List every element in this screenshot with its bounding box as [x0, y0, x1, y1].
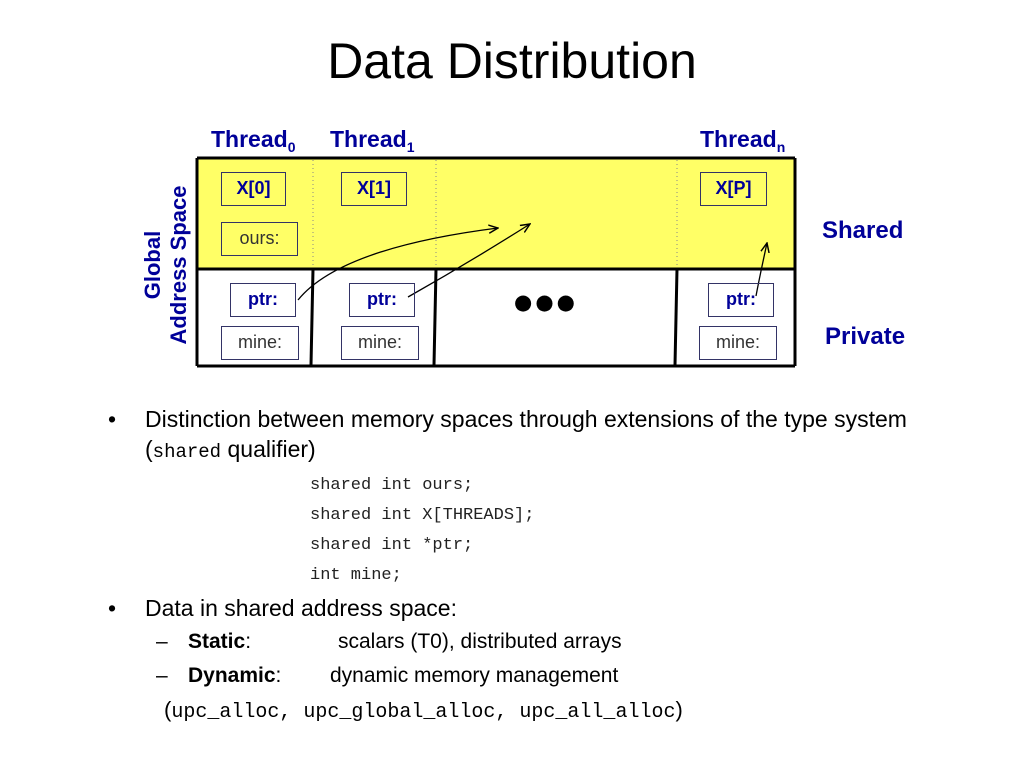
pointer-arrow-thread-1: [407, 224, 530, 298]
dynamic-term: Dynamic: [188, 664, 276, 687]
code-line: shared int X[THREADS];: [310, 506, 535, 525]
thread-0-label: Thread0: [211, 124, 295, 154]
thread-0-private-divider: [309, 268, 315, 366]
pointer-arrow-thread-0: [297, 228, 498, 301]
code-line: shared int ours;: [310, 476, 474, 495]
shared-array-cell-x0: X[0]: [221, 172, 286, 206]
sub-bullet-static: – Static: scalars (T0), distributed array…: [108, 625, 988, 659]
thread-n-subscript: n: [776, 139, 786, 155]
dynamic-description: dynamic memory management: [330, 664, 619, 687]
close-paren: ): [675, 697, 683, 722]
thread-1-text: Thread: [330, 126, 407, 152]
ptr-cell-thread-0: ptr:: [230, 283, 296, 317]
dash-marker: –: [156, 630, 168, 653]
bullet-distinction-text: Distinction between memory spaces throug…: [145, 406, 907, 462]
shared-keyword: shared: [152, 441, 222, 463]
thread-n-text: Thread: [700, 126, 777, 152]
thread-1-subscript: 1: [406, 139, 415, 155]
mine-cell-thread-0: mine:: [221, 326, 299, 360]
upc-alloc-fn: upc_alloc: [171, 701, 280, 724]
thread-1-private-divider: [432, 268, 438, 366]
slide-title: Data Distribution: [327, 33, 697, 89]
shared-array-cell-xp: X[P]: [700, 172, 767, 206]
thread-0-text: Thread: [211, 126, 288, 152]
mine-cell-thread-n: mine:: [699, 326, 777, 360]
code-line: int mine;: [310, 566, 402, 585]
bullet-marker: •: [108, 595, 117, 621]
static-description: scalars (T0), distributed arrays: [338, 630, 622, 653]
upc-all-alloc-fn: upc_all_alloc: [519, 701, 676, 724]
static-term: Static: [188, 630, 246, 653]
ptr-cell-thread-1: ptr:: [349, 283, 415, 317]
ours-cell: ours:: [221, 222, 298, 256]
bullet-marker: •: [108, 406, 117, 432]
static-colon: :: [245, 630, 252, 653]
thread-n-private-divider: [673, 268, 679, 366]
code-example: shared int ours; shared int X[THREADS]; …: [108, 471, 988, 591]
bullet-list: • Distinction between memory spaces thro…: [108, 404, 988, 730]
shared-array-cell-x1: X[1]: [341, 172, 407, 206]
shared-region: [197, 158, 795, 269]
thread-0-subscript: 0: [287, 139, 296, 155]
alloc-separator: ,: [279, 701, 304, 724]
alloc-functions-line: (upc_alloc, upc_global_alloc, upc_all_al…: [108, 693, 988, 730]
bullet-distinction-tail: qualifier): [221, 436, 316, 462]
thread-1-label: Thread1: [330, 124, 414, 154]
code-line: shared int *ptr;: [310, 536, 474, 555]
ptr-cell-thread-n: ptr:: [708, 283, 774, 317]
ellipsis-dots: ●●●: [514, 290, 578, 314]
dash-marker: –: [156, 664, 168, 687]
bullet-shared-data-text: Data in shared address space:: [145, 595, 457, 621]
thread-n-label: Threadn: [700, 124, 785, 154]
bullet-shared-data: • Data in shared address space:: [108, 593, 988, 623]
sub-bullet-dynamic: – Dynamic: dynamic memory management: [108, 659, 988, 693]
bullet-distinction: • Distinction between memory spaces thro…: [108, 404, 988, 467]
dynamic-colon: :: [275, 664, 282, 687]
pointer-arrow-thread-n: [755, 243, 767, 297]
alloc-separator: ,: [495, 701, 520, 724]
shared-region-label: Shared: [822, 217, 904, 244]
mine-cell-thread-1: mine:: [341, 326, 419, 360]
private-region-label: Private: [825, 323, 906, 350]
open-paren: (: [164, 697, 172, 722]
upc-global-alloc-fn: upc_global_alloc: [303, 701, 496, 724]
